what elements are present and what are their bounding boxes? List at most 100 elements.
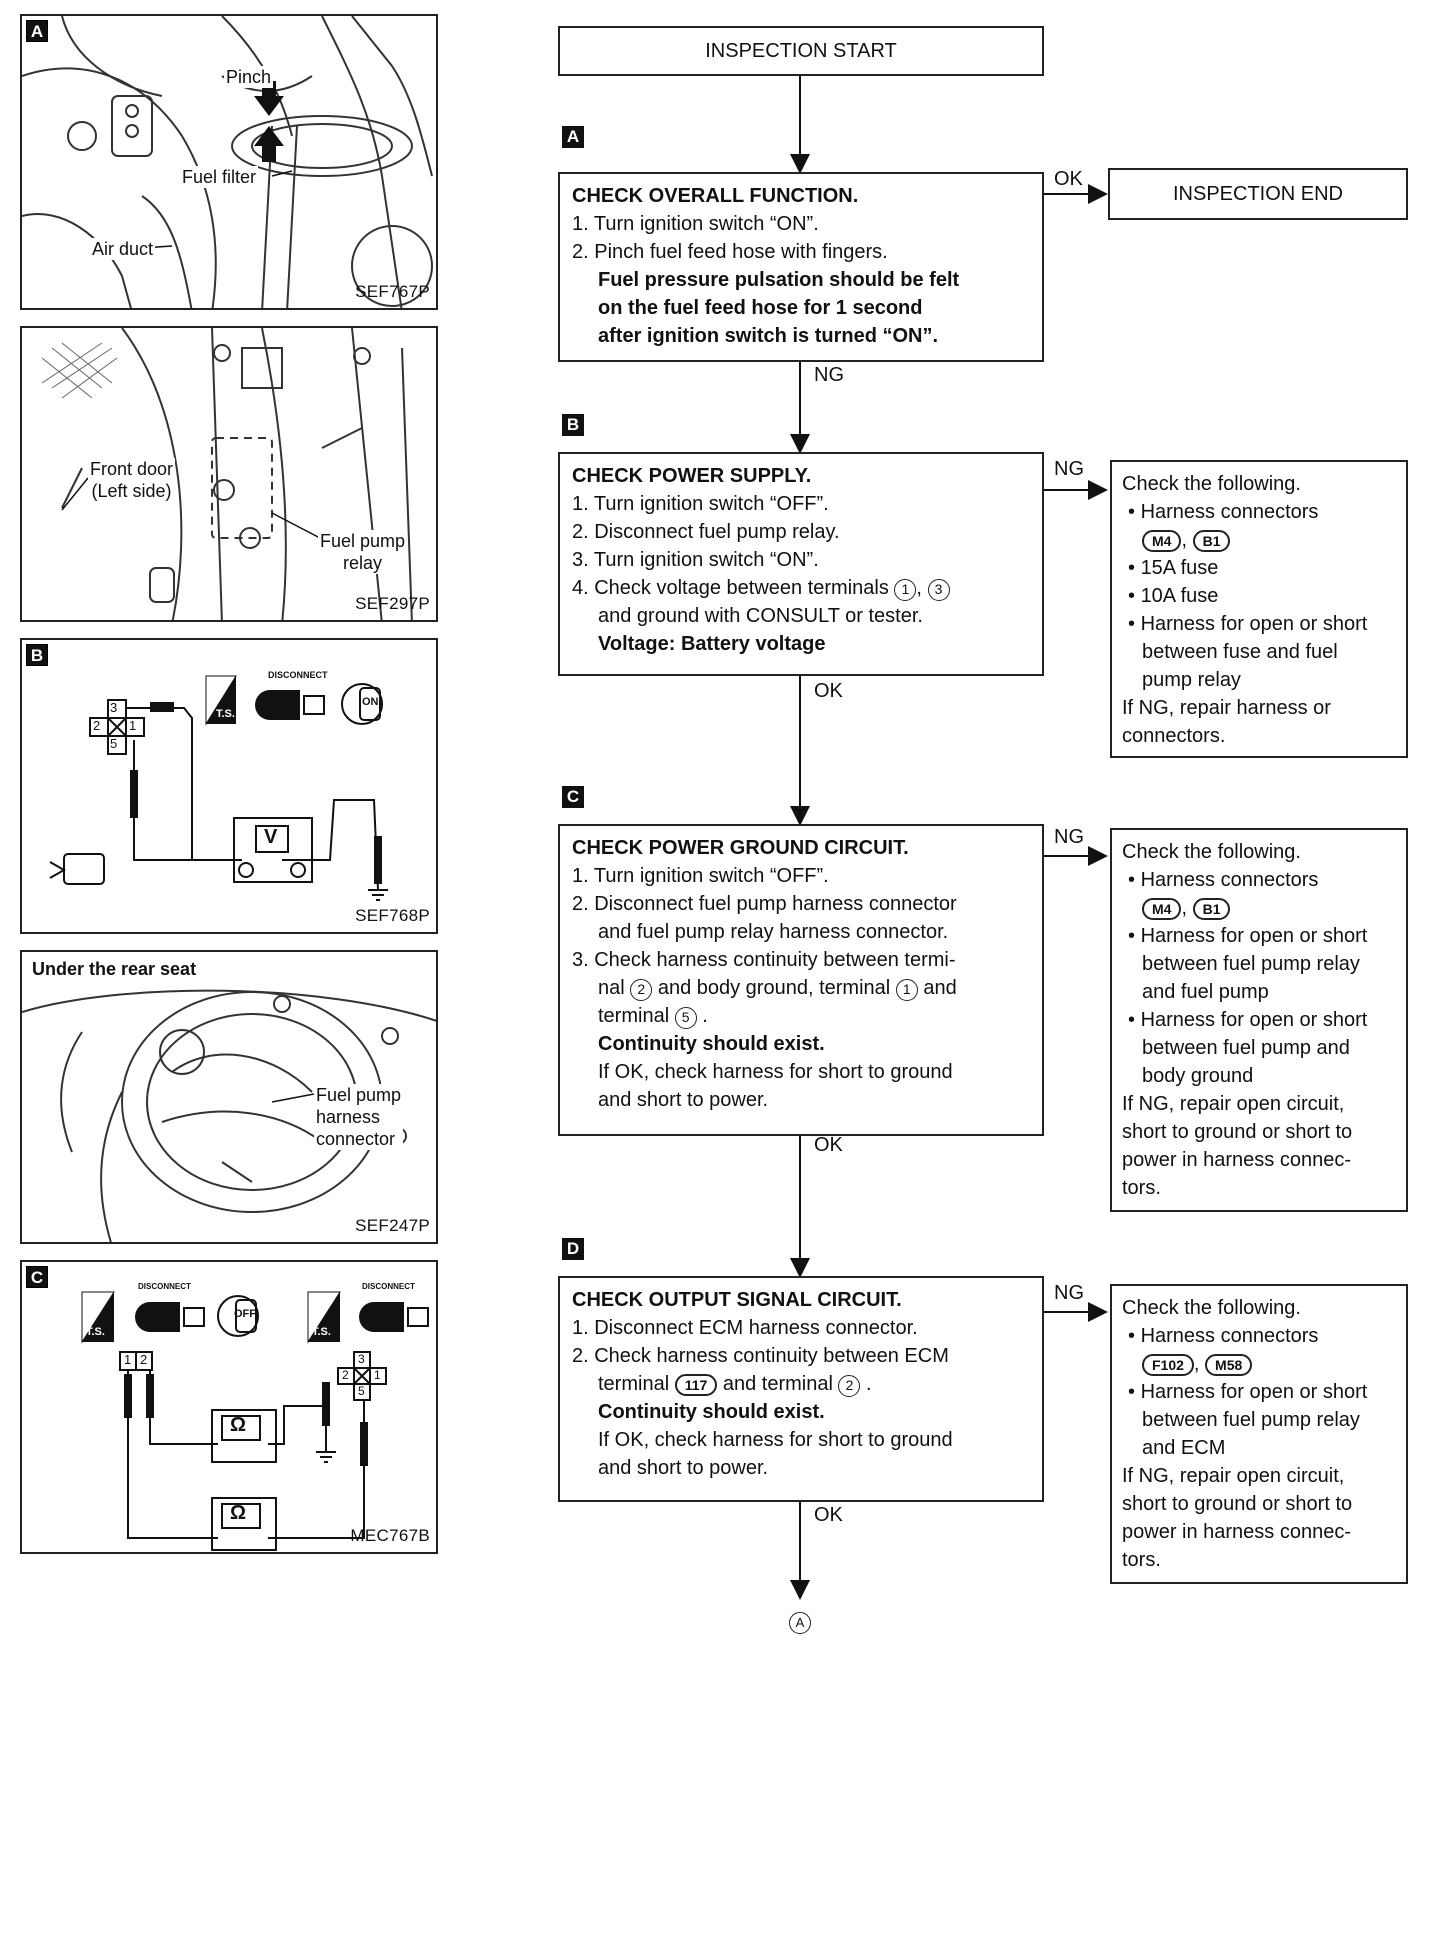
side-c-head: Check the following.: [1122, 841, 1301, 863]
pin-1: 1: [129, 718, 137, 733]
step-d-box: CHECK OUTPUT SIGNAL CIRCUIT. 1. Disconne…: [558, 1276, 1044, 1502]
inspection-start: INSPECTION START: [558, 26, 1044, 76]
step-c-ng-label: NG: [1054, 826, 1084, 848]
side-b-item1: • Harness connectors: [1128, 501, 1319, 523]
side-c-item1-text: Harness connectors: [1140, 869, 1319, 891]
step-b-tag: B: [562, 414, 584, 436]
figure-rear-seat: Under the rear seat Fuel pump harness co…: [20, 950, 438, 1244]
side-c-item2-text: Harness for open or short: [1140, 925, 1368, 947]
ohmmeter-symbol-2: Ω: [230, 1502, 247, 1524]
side-b-item3-text: 10A fuse: [1140, 585, 1219, 607]
step-d-bold1: Continuity should exist.: [598, 1401, 825, 1423]
side-d-head: Check the following.: [1122, 1297, 1301, 1319]
step-c-title: CHECK POWER GROUND CIRCUIT.: [572, 837, 909, 859]
step-d-ok-label: OK: [814, 1504, 843, 1526]
ignition-off-text: OFF: [234, 1308, 256, 1320]
step-b-line4b: and ground with CONSULT or tester.: [598, 605, 923, 627]
relay-label-line2: relay: [343, 553, 383, 573]
figure-code: SEF247P: [355, 1216, 430, 1235]
disconnect-text: DISCONNECT: [138, 1282, 191, 1291]
relay-label-line1: Fuel pump: [320, 531, 406, 551]
side-b-item3: • 10A fuse: [1128, 585, 1219, 607]
step-a-bold3: after ignition switch is turned “ON”.: [598, 325, 939, 347]
side-c-item3-text: Harness for open or short: [1140, 1009, 1368, 1031]
pin-2-left: 2: [140, 1352, 148, 1367]
terminal-2-mark: 2: [630, 979, 653, 1001]
step-c-line2b: and fuel pump relay harness connector.: [598, 921, 949, 943]
rear-seat-title: Under the rear seat: [30, 958, 199, 980]
ecm-terminal-117: 117: [674, 1374, 718, 1396]
side-c-item3-line3: body ground: [1142, 1065, 1254, 1087]
pin-3-right: 3: [358, 1352, 365, 1366]
step-d-side-box: Check the following. • Harness connector…: [1110, 1284, 1408, 1584]
step-c-note1: If OK, check harness for short to ground: [598, 1061, 953, 1083]
connector-b1: B1: [1192, 898, 1231, 920]
step-c-and: and: [923, 977, 957, 999]
pin-1-right: 1: [374, 1368, 381, 1382]
side-c-item2-line3: and fuel pump: [1142, 981, 1269, 1003]
side-c-item2: • Harness for open or short: [1128, 925, 1368, 947]
side-d-item2-line3: and ECM: [1142, 1437, 1226, 1459]
ts-text: T.S.: [86, 1326, 105, 1338]
side-c-foot2: short to ground or short to: [1122, 1121, 1353, 1143]
pin-1-left: 1: [124, 1352, 132, 1367]
step-b-box: CHECK POWER SUPPLY. 1. Turn ignition swi…: [558, 452, 1044, 676]
figure-fuel-filter-photo: A Pinch Fuel filter Air duct SEF767P: [20, 14, 438, 310]
voltmeter-symbol: V: [264, 826, 278, 848]
side-d-item2-line2: between fuel pump relay: [1142, 1409, 1360, 1431]
step-b-ok-label: OK: [814, 680, 843, 702]
side-d-foot4: tors.: [1122, 1549, 1161, 1571]
step-d-tag: D: [562, 1238, 584, 1260]
step-b-ng-label: NG: [1054, 458, 1084, 480]
figure-continuity-check: C DISCONNECT DISCONNECT T.S. T.S. OFF 1 …: [20, 1260, 438, 1554]
side-d-connectors: F102, M58: [1122, 1350, 1396, 1378]
relay-location-illustration: [41, 328, 413, 620]
step-d-line2b: terminal 117 and terminal 2 .: [598, 1373, 872, 1397]
step-d-note1: If OK, check harness for short to ground: [598, 1429, 953, 1451]
figure-tag: C: [26, 1266, 48, 1288]
step-d-ng-label: NG: [1054, 1282, 1084, 1304]
step-d-line2: 2. Check harness continuity between ECM: [572, 1345, 949, 1367]
side-d-foot1: If NG, repair open circuit,: [1122, 1465, 1345, 1487]
fuel-filter-label: Fuel filter: [180, 166, 259, 188]
step-a-bold1: Fuel pressure pulsation should be felt: [598, 269, 960, 291]
terminal-3-mark: 3: [927, 579, 950, 601]
step-b-line3: 3. Turn ignition switch “ON”.: [572, 549, 819, 571]
pin-2-right: 2: [342, 1368, 349, 1382]
step-c-box: CHECK POWER GROUND CIRCUIT. 1. Turn igni…: [558, 824, 1044, 1136]
voltage-check-diagram: [49, 675, 388, 901]
side-c-item2-line2: between fuel pump relay: [1142, 953, 1360, 975]
step-c-body: and body ground, terminal: [657, 977, 891, 999]
fuel-pump-relay-label: Fuel pump relay: [318, 530, 408, 574]
step-c-line3c: terminal 5 .: [598, 1005, 708, 1029]
connector-m4: M4: [1142, 898, 1182, 920]
step-c-side-box: Check the following. • Harness connector…: [1110, 828, 1408, 1212]
side-b-item4: • Harness for open or short: [1128, 613, 1368, 635]
ohmmeter-symbol: Ω: [230, 1414, 247, 1436]
air-duct-label: Air duct: [90, 238, 156, 260]
label-line3: connector: [316, 1129, 396, 1149]
step-c-line2: 2. Disconnect fuel pump harness connecto…: [572, 893, 957, 915]
figure-relay-location: Front door (Left side) Fuel pump relay S…: [20, 326, 438, 622]
step-b-line4: 4. Check voltage between terminals 1, 3: [572, 574, 1030, 602]
figure-voltage-check: B 3 2 1 5 DISCONNECT T.S. ON V SEF768P: [20, 638, 438, 934]
pin-3: 3: [110, 700, 118, 715]
figure-code: MEC767B: [350, 1526, 430, 1545]
label-line2: harness: [316, 1107, 381, 1127]
step-a-ok-label: OK: [1054, 168, 1083, 190]
side-c-foot3: power in harness connec-: [1122, 1149, 1352, 1171]
step-c-bold1: Continuity should exist.: [598, 1033, 825, 1055]
side-b-foot2: connectors.: [1122, 725, 1226, 747]
step-c-line1: 1. Turn ignition switch “OFF”.: [572, 865, 829, 887]
step-d-terminal: terminal: [598, 1373, 670, 1395]
label-line1: Fuel pump: [316, 1085, 402, 1105]
step-a-ng-label: NG: [814, 364, 844, 386]
front-door-text: Front door: [90, 459, 174, 479]
figure-code: SEF297P: [355, 594, 430, 613]
step-c-note2: and short to power.: [598, 1089, 769, 1111]
front-door-label: Front door (Left side): [88, 458, 176, 502]
inspection-end: INSPECTION END: [1108, 168, 1408, 220]
step-c-line3b: nal 2 and body ground, terminal 1 and: [572, 974, 1030, 1002]
step-b-title: CHECK POWER SUPPLY.: [572, 465, 812, 487]
connector-m58: M58: [1205, 1354, 1253, 1376]
